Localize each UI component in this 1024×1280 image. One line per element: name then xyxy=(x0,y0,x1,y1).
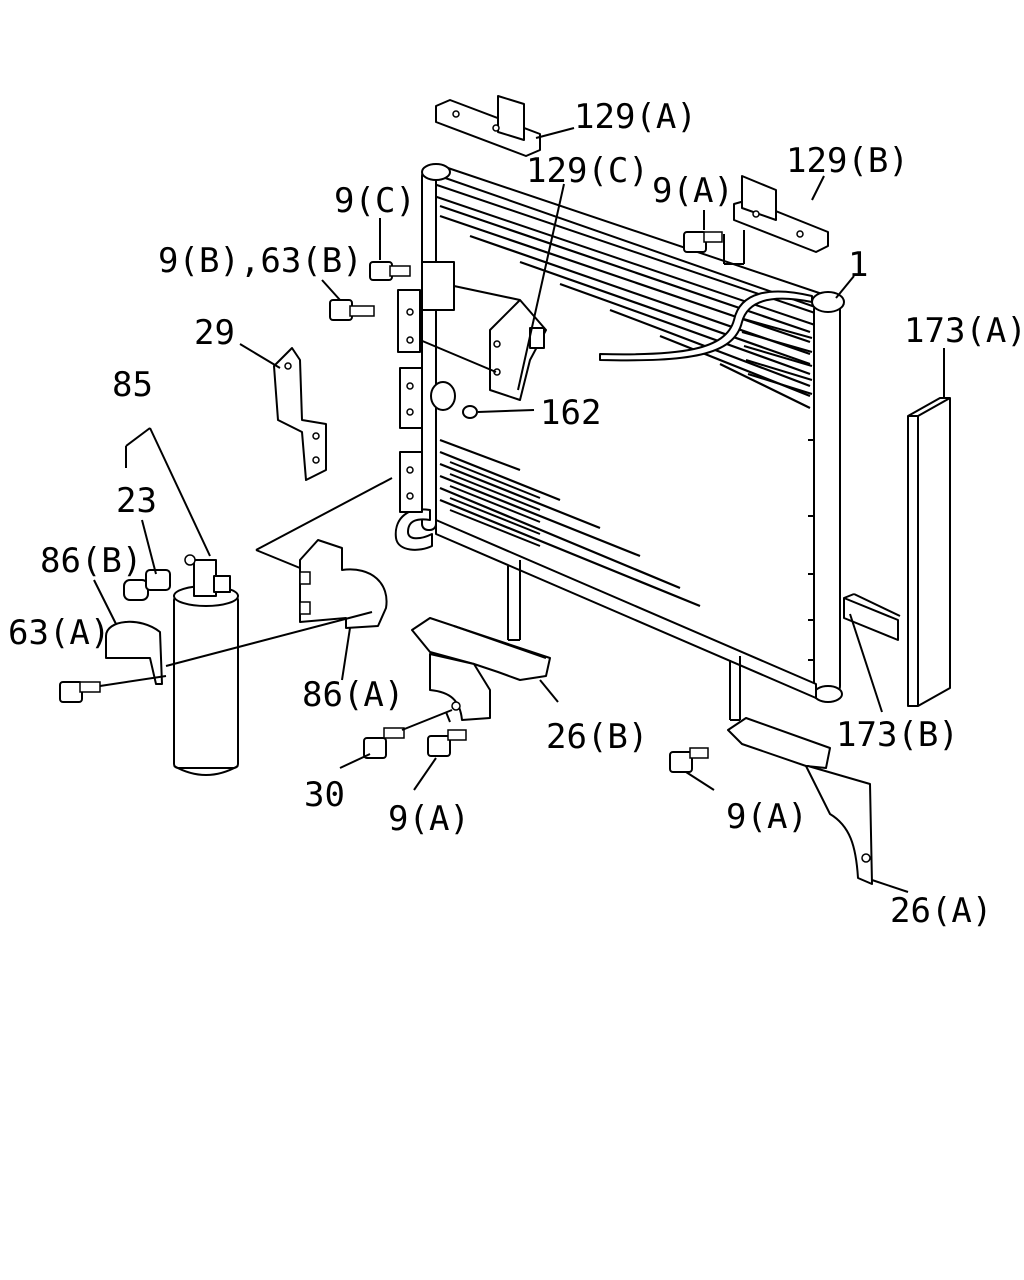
lower-fins xyxy=(439,438,701,608)
label-9a-mid: 9(A) xyxy=(388,799,470,839)
clamp-86b xyxy=(105,620,163,685)
bolt-9c xyxy=(369,261,411,281)
label-173a: 173(A) xyxy=(904,311,1024,351)
receiver-drier xyxy=(173,554,239,776)
bracket-29 xyxy=(273,347,327,481)
label-162: 162 xyxy=(540,393,601,433)
label-23: 23 xyxy=(116,481,157,521)
label-29: 29 xyxy=(194,313,235,353)
condenser-core xyxy=(394,163,845,703)
label-9a-top: 9(A) xyxy=(652,171,734,211)
leader-lines xyxy=(93,127,945,893)
label-129a: 129(A) xyxy=(574,97,697,137)
pressure-switch-23 xyxy=(123,569,171,601)
label-85: 85 xyxy=(112,365,153,405)
label-30: 30 xyxy=(304,775,345,815)
label-129b: 129(B) xyxy=(786,141,909,181)
label-9b-63b: 9(B),63(B) xyxy=(158,241,363,281)
seal-162 xyxy=(462,405,478,419)
bracket-129c xyxy=(489,299,547,401)
label-173b: 173(B) xyxy=(836,715,959,755)
label-9a-right: 9(A) xyxy=(726,797,808,837)
label-26a: 26(A) xyxy=(890,891,992,931)
bolt-30 xyxy=(363,727,405,759)
mount-blocks xyxy=(397,261,521,513)
bolt-63a xyxy=(59,681,101,703)
seal-173b xyxy=(843,593,901,641)
clamp-bracket-86a xyxy=(299,539,388,629)
label-86b: 86(B) xyxy=(40,541,142,581)
seal-173a xyxy=(907,397,951,707)
bolt-9a-mid xyxy=(427,729,467,757)
bolt-9b-63b xyxy=(329,299,375,321)
bracket-26b xyxy=(411,617,551,721)
bracket-129b xyxy=(733,175,829,253)
label-1: 1 xyxy=(848,245,868,285)
bracket-26a xyxy=(727,717,873,885)
bracket-129a xyxy=(435,95,541,157)
label-129c: 129(C) xyxy=(526,151,649,191)
label-9c: 9(C) xyxy=(334,181,416,221)
label-86a: 86(A) xyxy=(302,675,404,715)
bolt-9a-right xyxy=(669,747,709,773)
label-63a: 63(A) xyxy=(8,613,110,653)
bolt-9a-top xyxy=(683,231,723,253)
label-26b: 26(B) xyxy=(546,717,648,757)
